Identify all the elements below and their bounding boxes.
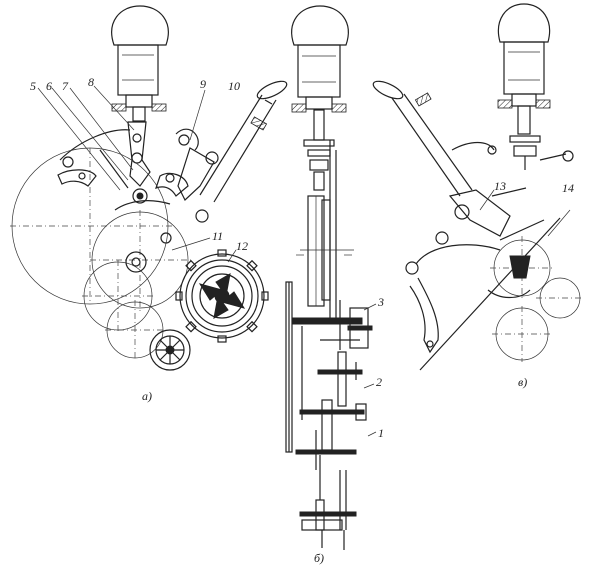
setting-lever-v	[372, 80, 473, 197]
caption-v: в)	[518, 375, 527, 389]
label-7: 7	[62, 79, 69, 93]
crown-b	[291, 5, 349, 141]
leaders-a	[37, 85, 237, 263]
label-2: 2	[376, 375, 382, 389]
wheels-a	[10, 147, 269, 371]
label-12: 12	[236, 239, 248, 253]
label-1: 1	[378, 426, 384, 440]
barrel-teeth	[175, 249, 269, 343]
view-a: 5 6 7 8 9 10 11 12 а)	[10, 5, 288, 403]
stem-levers-a	[57, 121, 219, 244]
label-8: 8	[88, 75, 94, 89]
label-6: 6	[46, 79, 52, 93]
label-10: 10	[228, 79, 240, 93]
caption-a: а)	[142, 389, 152, 403]
levers-v	[405, 141, 545, 354]
label-5: 5	[30, 79, 36, 93]
label-14: 14	[562, 181, 574, 195]
wheels-v	[419, 209, 584, 371]
leader-13	[479, 189, 495, 211]
view-b: 3 2 1 б)	[285, 5, 384, 565]
section-b	[285, 139, 377, 550]
label-9: 9	[200, 77, 206, 91]
setting-lever-a	[199, 80, 288, 203]
label-13: 13	[494, 179, 506, 193]
label-3: 3	[377, 295, 384, 309]
caption-b: б)	[314, 551, 324, 565]
view-v: 13 14 в)	[372, 3, 584, 389]
crown-a	[111, 5, 169, 122]
crown-v	[497, 3, 574, 170]
label-11: 11	[212, 229, 223, 243]
